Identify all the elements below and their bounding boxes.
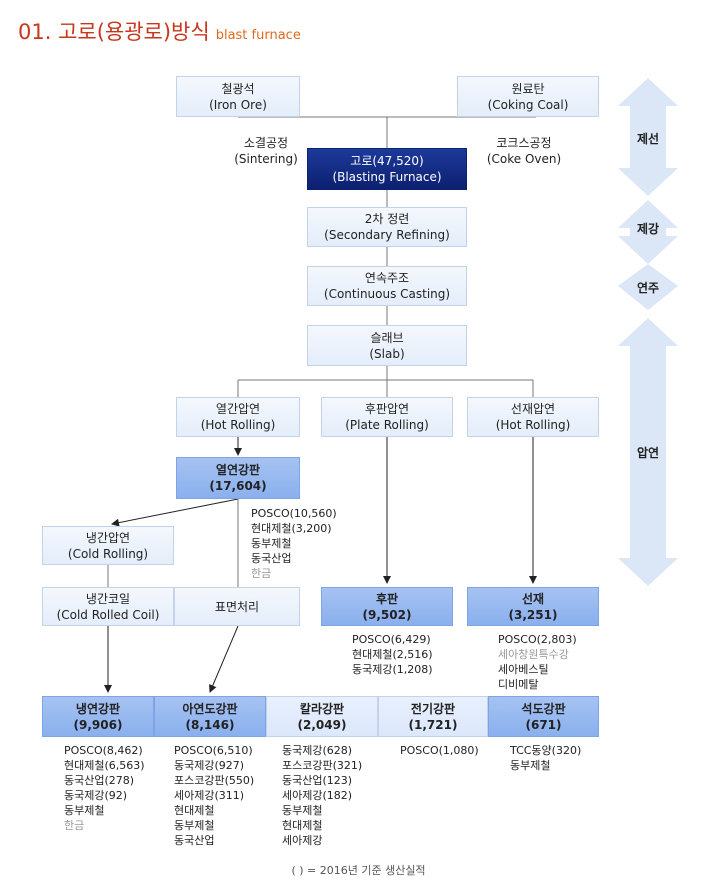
node-cold-rolling: 냉간압연(Cold Rolling): [42, 526, 174, 565]
list-color-companies: 동국제강(628) 포스코강판(321) 동국산업(123) 세아제강(182) 동부제…: [282, 743, 362, 848]
list-tin-companies: TCC동양(320) 동부제철: [510, 743, 581, 773]
arrow-to-cold-rolling: [111, 498, 239, 527]
company-item: POSCO(6,429): [352, 633, 431, 646]
company-item: POSCO(10,560): [251, 507, 337, 520]
company-item: 동국산업: [251, 552, 292, 565]
node-tin-plate: 석도강판(671): [488, 696, 599, 737]
node-cold-rolled-sheet: 냉연강판(9,906): [42, 696, 154, 737]
company-item: 세아제강(311): [174, 789, 245, 802]
label-sintering: 소결공정(Sintering): [234, 136, 298, 166]
footnote: ( ) = 2016년 기준 생산실적: [291, 864, 426, 877]
company-item: 동국제강(92): [64, 789, 128, 802]
node-continuous-casting: 연속주조(Continuous Casting): [307, 266, 467, 306]
stage-steelmaking: 제강: [636, 222, 660, 236]
company-item: TCC동양(320): [510, 744, 582, 757]
company-item: 동국산업(278): [64, 774, 135, 787]
node-heavy-plate: 후판(9,502): [321, 587, 453, 626]
page-subtitle: blast furnace: [215, 28, 301, 43]
company-item: 세아제강(182): [282, 789, 353, 802]
company-item: 한금: [251, 567, 272, 580]
company-item: POSCO(1,080): [400, 744, 479, 757]
node-hot-rolled-sheet: 열연강판(17,604): [176, 457, 300, 499]
stage-ironmaking: 제선: [636, 132, 660, 146]
arrow-to-galvanized: [209, 625, 239, 693]
node-slab: 슬래브(Slab): [307, 325, 467, 366]
company-item: POSCO(8,462): [64, 744, 143, 757]
company-item: 동국산업(123): [282, 774, 353, 787]
company-item: 동부제철: [251, 537, 292, 550]
company-item: 동부제철: [64, 804, 105, 817]
company-item: 동국제강(1,208): [352, 663, 433, 676]
node-surface-treatment: 표면처리: [174, 587, 300, 626]
stage-arrow-4: [618, 318, 678, 586]
company-item: 동국제강(628): [282, 744, 353, 757]
company-item: 한금: [64, 819, 85, 832]
node-electrical-sheet: 전기강판(1,721): [378, 696, 488, 737]
company-item: 현대제철(2,516): [352, 648, 433, 661]
node-plate-rolling: 후판압연(Plate Rolling): [321, 397, 453, 437]
node-secondary-refining: 2차 정련(Secondary Refining): [307, 207, 467, 247]
stage-rolling: 압연: [636, 446, 660, 460]
company-item: 현대제철(3,200): [251, 522, 332, 535]
list-electrical-companies: POSCO(1,080): [400, 743, 479, 758]
company-item: 동부제철: [510, 759, 551, 772]
node-wire-rolling: 선재압연(Hot Rolling): [467, 397, 599, 437]
company-item: 동부제철: [174, 819, 215, 832]
company-item: 세아베스틸: [498, 663, 549, 676]
node-color-sheet: 칼라강판(2,049): [266, 696, 378, 737]
stage-arrow-2b: [618, 228, 678, 264]
company-item: 포스코강판(321): [282, 759, 363, 772]
node-blast-furnace: 고로(47,520)(Blasting Furnace): [307, 148, 467, 190]
stage-arrow-2: [618, 200, 678, 254]
stage-arrow-1: [618, 78, 678, 196]
node-iron-ore: 철광석(Iron Ore): [176, 76, 300, 117]
stage-arrow-3: [618, 264, 678, 310]
node-hot-rolling: 열간압연(Hot Rolling): [176, 397, 300, 437]
label-coke-oven: 코크스공정(Coke Oven): [486, 136, 562, 166]
company-item: 현대제철: [282, 819, 323, 832]
list-galvanized-companies: POSCO(6,510) 동국제강(927) 포스코강판(550) 세아제강(311)…: [174, 743, 254, 848]
company-item: 세아제강: [282, 834, 323, 847]
stage-casting: 연주: [636, 281, 660, 295]
company-item: POSCO(6,510): [174, 744, 253, 757]
node-cold-rolled-coil: 냉간코일(Cold Rolled Coil): [42, 587, 174, 626]
company-item: 동국제강(927): [174, 759, 245, 772]
company-item: 동부제철: [282, 804, 323, 817]
company-item: 세아창원특수강: [498, 648, 569, 661]
company-item: 디비메탈: [498, 678, 539, 691]
node-wire-rod: 선재(3,251): [467, 587, 599, 626]
stage-arrows: [618, 78, 678, 586]
node-coking-coal: 원료탄(Coking Coal): [457, 76, 599, 117]
company-item: POSCO(2,803): [498, 633, 577, 646]
node-galvanized-sheet: 아연도강판(8,146): [154, 696, 266, 737]
company-item: 현대제철(6,563): [64, 759, 145, 772]
company-item: 포스코강판(550): [174, 774, 255, 787]
company-item: 현대제철: [174, 804, 215, 817]
list-cold-sheet-companies: POSCO(8,462) 현대제철(6,563) 동국산업(278) 동국제강(92)…: [64, 743, 145, 833]
list-plate-companies: POSCO(6,429) 현대제철(2,516) 동국제강(1,208): [352, 632, 433, 677]
company-item: 동국산업: [174, 834, 215, 847]
